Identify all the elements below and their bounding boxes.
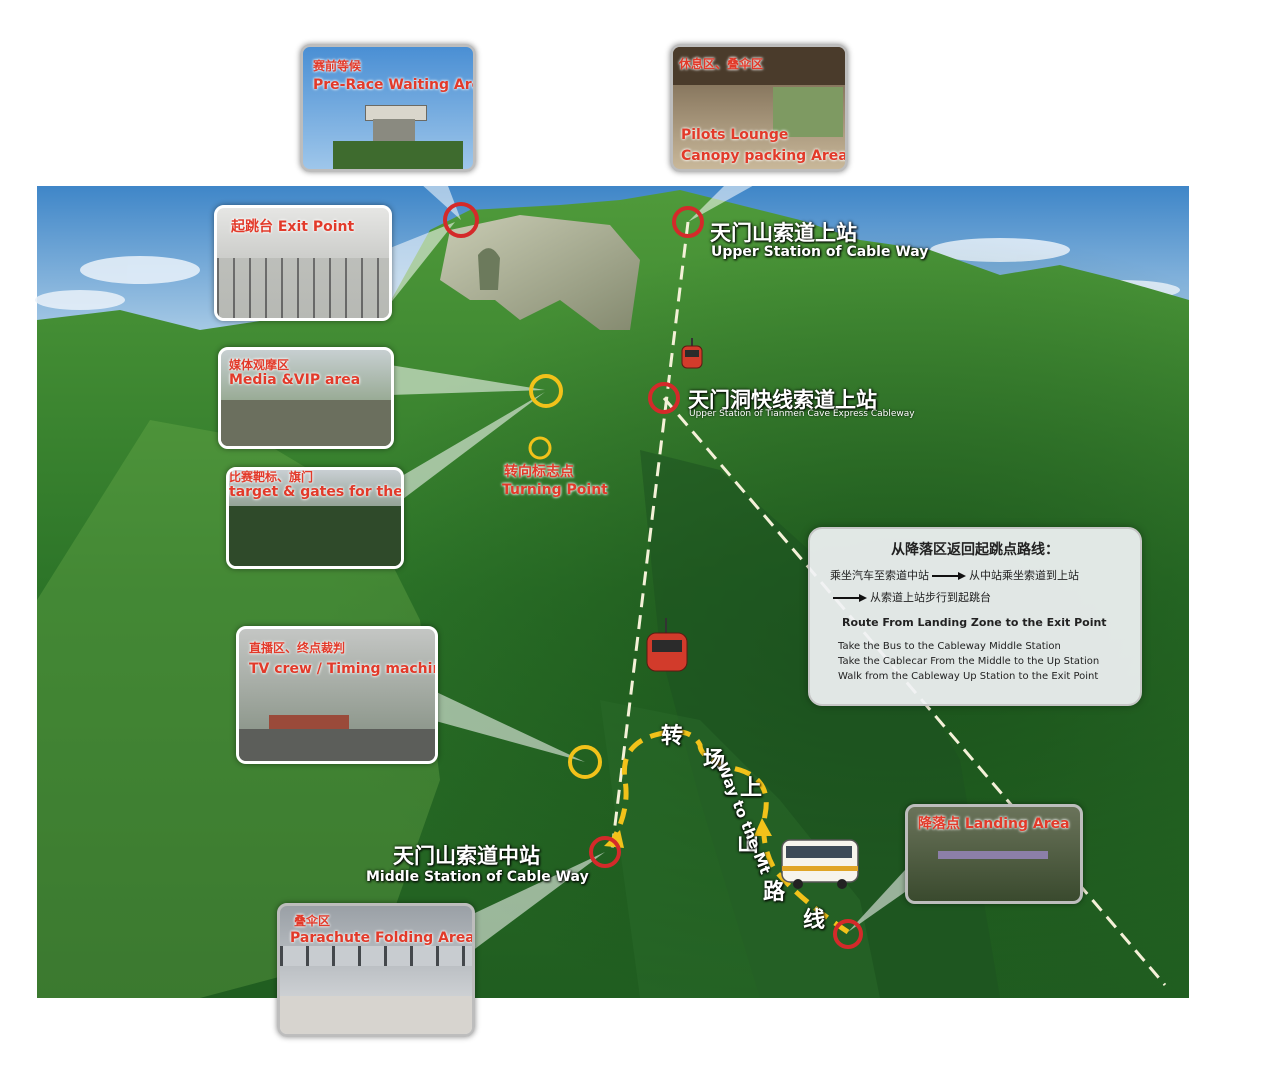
lounge-photo (673, 47, 845, 85)
middle-station-en: Middle Station of Cable Way (366, 869, 589, 885)
lounge-photo (773, 87, 843, 137)
route-title-en: Route From Landing Zone to the Exit Poin… (842, 616, 1107, 629)
road-char: 上 (740, 776, 763, 801)
cable-car-icon (681, 338, 703, 369)
folding-cn: 叠伞区 (294, 914, 331, 928)
landing-label: 降落点 Landing Area (918, 816, 1070, 832)
cave-station-en: Upper Station of Tianmen Cave Express Ca… (689, 409, 915, 419)
arrow-right-icon (932, 572, 966, 580)
hall-photo (280, 996, 472, 1034)
media-marker[interactable] (529, 374, 563, 408)
upper-station-marker[interactable] (672, 206, 704, 238)
media-photo (221, 400, 391, 446)
media-cn: 媒体观摩区 (229, 358, 290, 372)
tv-cn: 直播区、终点裁判 (249, 641, 346, 655)
route-step-bus: 乘坐汽车至索道中站 (830, 569, 929, 582)
target-cn: 比赛靶标、旗门 (229, 470, 314, 484)
target-en: target & gates for the race (229, 484, 403, 500)
exit-point-card[interactable]: 起跳台 Exit Point (214, 205, 392, 321)
folding-card[interactable]: 叠伞区 Parachute Folding Area (277, 903, 475, 1037)
upper-station-en: Upper Station of Cable Way (711, 244, 929, 260)
route-en-3: Walk from the Cableway Up Station to the… (838, 671, 1099, 682)
upper-station-cn: 天门山索道上站 (710, 221, 857, 245)
route-title-cn: 从降落区返回起跳点路线： (891, 542, 1059, 558)
platform-photo (373, 119, 415, 141)
arrow-right-icon (833, 594, 867, 602)
target-card[interactable]: 比赛靶标、旗门 target & gates for the race (226, 467, 404, 569)
route-step-cable: 从中站乘坐索道到上站 (969, 569, 1079, 582)
cableway-line (610, 221, 690, 851)
pre-race-card[interactable]: 赛前等候 Pre-Race Waiting Area (300, 44, 476, 172)
cave-station-cn: 天门洞快线索道上站 (688, 388, 877, 412)
callout-wedges (385, 165, 915, 960)
tianmen-cave (478, 248, 500, 290)
cave-station-marker[interactable] (648, 382, 680, 414)
pre-race-cn: 赛前等候 (313, 59, 362, 73)
route-en-1: Take the Bus to the Cableway Middle Stat… (838, 641, 1061, 652)
road-char: 路 (763, 880, 786, 905)
route-step-walk: 从索道上站步行到起跳台 (870, 591, 991, 604)
middle-station-marker[interactable] (589, 836, 621, 868)
turning-point-en: Turning Point (502, 482, 608, 498)
turning-point-marker[interactable] (528, 436, 552, 460)
media-card[interactable]: 媒体观摩区 Media &VIP area (218, 347, 394, 449)
cliff-face (440, 215, 640, 330)
pre-race-en: Pre-Race Waiting Area (313, 77, 476, 93)
route-line2: 从索道上站步行到起跳台 (830, 589, 991, 605)
road-char: 山 (737, 832, 760, 857)
platform-photo (333, 141, 463, 169)
tv-card[interactable]: 直播区、终点裁判 TV crew / Timing machine (236, 626, 438, 764)
valley-road-area (600, 700, 880, 998)
tv-stage-photo (239, 729, 435, 761)
lounge-card[interactable]: 休息区、叠伞区 Pilots Lounge Canopy packing Are… (670, 44, 848, 172)
route-en-2: Take the Cablecar From the Middle to the… (838, 656, 1100, 667)
hall-photo (280, 946, 472, 966)
lounge-en1: Pilots Lounge (681, 127, 789, 143)
exit-platform-photo (217, 258, 389, 318)
turning-point-cn: 转向标志点 (504, 464, 574, 480)
road-char: 场 (703, 748, 726, 773)
landing-marker[interactable] (833, 919, 863, 949)
middle-station-cn: 天门山索道中站 (393, 844, 540, 868)
lounge-en2: Canopy packing Area (681, 148, 848, 164)
cable-car-icon (646, 618, 688, 672)
lounge-cn: 休息区、叠伞区 (679, 57, 764, 71)
tv-stage-photo (269, 715, 349, 729)
media-en: Media &VIP area (229, 372, 361, 388)
folding-en: Parachute Folding Area (290, 930, 475, 946)
route-line1: 乘坐汽车至索道中站 从中站乘坐索道到上站 (830, 567, 1079, 583)
tv-marker[interactable] (568, 745, 602, 779)
tv-en: TV crew / Timing machine (249, 661, 438, 677)
bridge-photo (938, 851, 1048, 859)
exit-point-marker[interactable] (443, 202, 479, 238)
road-char: 线 (803, 908, 826, 933)
road-char: 转 (661, 724, 684, 749)
landing-card[interactable]: 降落点 Landing Area (905, 804, 1083, 904)
bus-icon (781, 839, 859, 889)
target-photo (229, 506, 401, 566)
exit-point-label: 起跳台 Exit Point (231, 219, 355, 235)
road-arrow-icon (754, 818, 772, 836)
route-info-box: 从降落区返回起跳点路线： 乘坐汽车至索道中站 从中站乘坐索道到上站 从索道上站步行… (808, 527, 1142, 706)
